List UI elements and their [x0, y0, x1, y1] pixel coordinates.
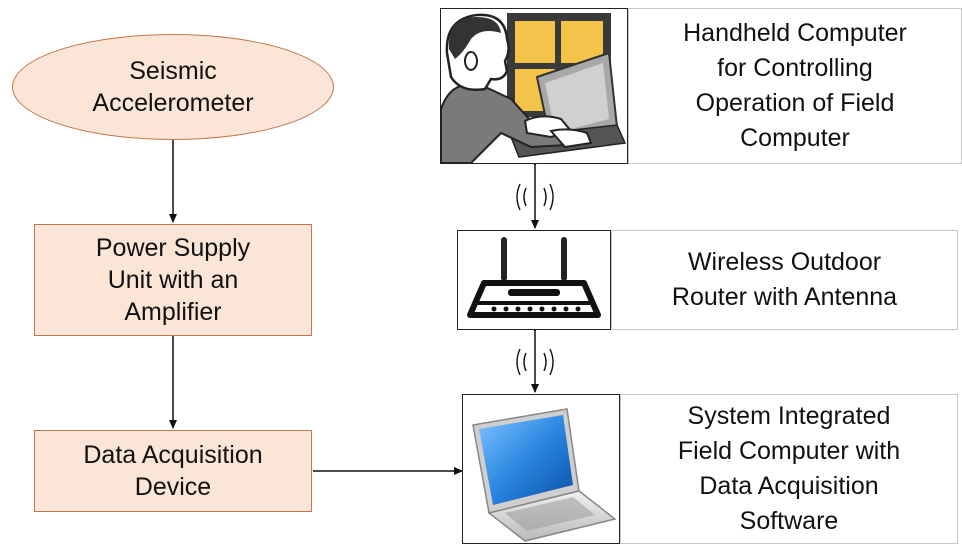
node-label-line: Unit with an: [107, 266, 239, 294]
node-label-line: Handheld Computer: [683, 19, 907, 47]
wireless-router-icon: [467, 237, 601, 318]
handheld-computer-label-box: Handheld Computer for Controlling Operat…: [628, 8, 962, 164]
wireless-router-image: [457, 230, 611, 330]
wireless-router-label-box: Wireless Outdoor Router with Antenna: [611, 230, 958, 330]
handheld-computer-image: [440, 8, 628, 164]
node-label-line: Amplifier: [124, 298, 222, 326]
node-label-line: Operation of Field: [695, 89, 895, 117]
node-label-line: Device: [134, 473, 212, 501]
person-using-laptop-icon: [441, 13, 627, 163]
node-label-line: Data Acquisition: [83, 441, 263, 469]
node-label-line: Power Supply: [95, 234, 251, 262]
field-computer-image: [462, 394, 620, 544]
field-computer-label-box: System Integrated Field Computer with Da…: [620, 394, 958, 544]
laptop-icon: [472, 408, 617, 542]
node-label-line: for Controlling: [717, 54, 873, 82]
wireless-link-top: [516, 158, 554, 229]
node-label-line: System Integrated: [687, 402, 891, 430]
data-acquisition-device-node: Data Acquisition Device: [34, 430, 312, 512]
wireless-signal-icon: [516, 348, 554, 376]
node-label-line: Wireless Outdoor: [687, 248, 882, 276]
node-label-line: Data Acquisition: [699, 472, 879, 500]
node-label-line: Accelerometer: [92, 89, 254, 117]
seismic-accelerometer-node: Seismic Accelerometer: [12, 34, 334, 140]
node-label-line: Seismic: [129, 57, 217, 85]
node-label-line: Router with Antenna: [671, 283, 898, 311]
node-label-line: Field Computer with: [677, 437, 901, 465]
wireless-signal-icon: [516, 183, 554, 211]
node-label-line: Computer: [740, 124, 850, 152]
wireless-link-bottom: [516, 324, 554, 393]
power-supply-node: Power Supply Unit with an Amplifier: [34, 224, 312, 336]
node-label-line: Software: [739, 507, 839, 535]
